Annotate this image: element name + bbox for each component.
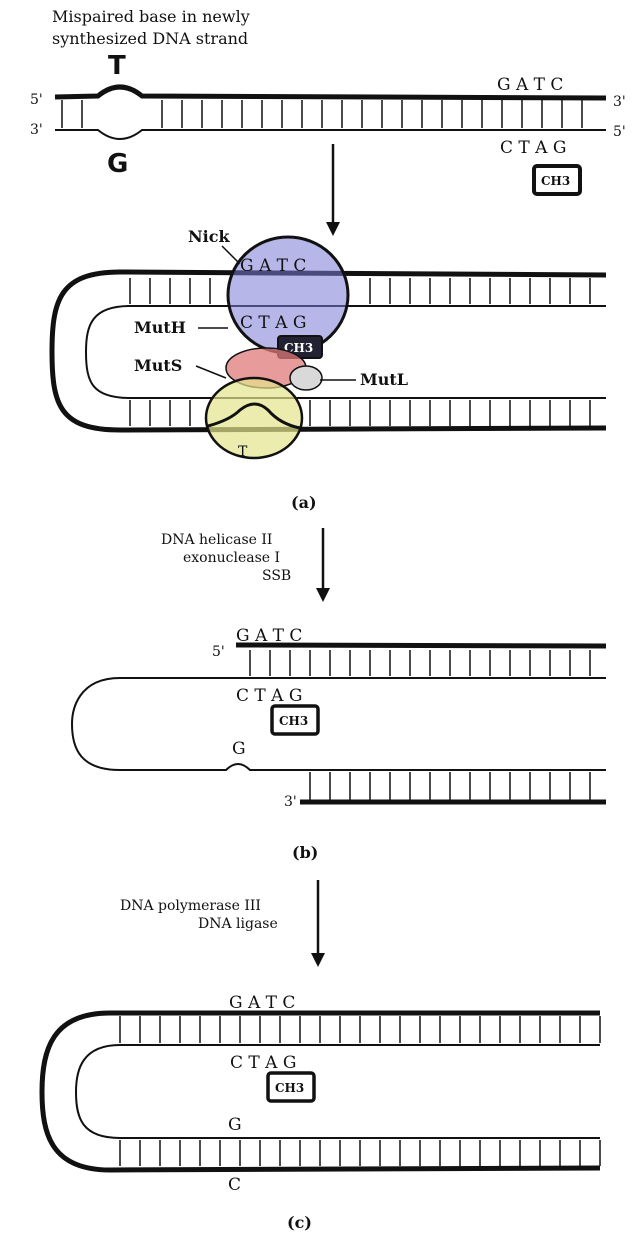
methyl-tag-top: CH3 [534, 166, 580, 194]
panel-c-inner-strand [76, 1045, 600, 1138]
panel-c-loop: G A T C C T A G CH3 G C [42, 993, 600, 1195]
svg-text:CH3: CH3 [275, 1081, 304, 1095]
mutl-protein [290, 366, 322, 390]
ctag-sequence-top: C T A G [500, 138, 566, 158]
strand-end-5-top-left: 5' [30, 92, 43, 108]
strand-end-5-bottom-right: 5' [613, 124, 626, 140]
caption-line-2: synthesized DNA strand [52, 29, 248, 48]
panel-a-loop: Nick G A T C C T A G CH3 T MutH MutS Mut… [52, 227, 606, 460]
methyl-tag-c: CH3 [268, 1073, 314, 1101]
mispair-base-a: T [238, 444, 248, 460]
linear-duplex: 5' 3' 3' 5' T G G A T C C T A G CH3 [30, 51, 626, 194]
mutl-mutS-complex [206, 378, 302, 458]
panel-b-label: (b) [292, 843, 318, 862]
mispair-bottom-base: G [107, 149, 128, 179]
mispair-base-b: G [232, 739, 246, 759]
base-pair-ticks [62, 100, 582, 128]
nick-label: Nick [188, 227, 230, 246]
arrow-step-a [326, 144, 340, 236]
panel-b-5-end: 5' [212, 644, 225, 660]
muth-label: MutH [134, 318, 186, 337]
caption-line-1: Mispaired base in newly [52, 7, 250, 26]
enzyme-b-1: DNA helicase II [161, 532, 272, 548]
panel-c-base-pair-ticks [120, 1016, 600, 1166]
gatc-sequence-c: G A T C [229, 993, 295, 1013]
arrow-step-b: DNA helicase II exonuclease I SSB [161, 528, 330, 602]
panel-a-base-pair-ticks [130, 278, 590, 426]
svg-text:CH3: CH3 [279, 714, 308, 728]
panel-b-template-strand [72, 678, 606, 770]
methyl-tag-b: CH3 [272, 706, 318, 734]
panel-c-outer-strand [42, 1013, 600, 1170]
gatc-sequence-a: G A T C [240, 256, 306, 276]
repaired-base-c: C [228, 1175, 241, 1195]
repaired-base-g: G [228, 1115, 242, 1135]
ctag-sequence-b: C T A G [236, 686, 302, 706]
panel-a-label: (a) [291, 493, 317, 512]
mispair-top-base: T [108, 51, 126, 81]
panel-c-label: (c) [287, 1213, 312, 1232]
panel-b-loop: 5' G A T C C T A G CH3 G 3' [72, 626, 606, 810]
gatc-sequence-b: G A T C [236, 626, 302, 646]
strand-end-3-bottom-left: 3' [30, 122, 43, 138]
muts-pointer [196, 366, 226, 378]
enzyme-c-2: DNA ligase [198, 916, 278, 932]
ctag-sequence-a: C T A G [240, 313, 306, 333]
arrow-step-c: DNA polymerase III DNA ligase [120, 880, 325, 967]
panel-b-3-end: 3' [284, 794, 297, 810]
strand-end-3-top-right: 3' [613, 94, 626, 110]
muts-label: MutS [134, 356, 182, 375]
mutl-label: MutL [360, 370, 408, 389]
ctag-sequence-c: C T A G [230, 1053, 296, 1073]
enzyme-b-3: SSB [262, 568, 291, 584]
enzyme-c-1: DNA polymerase III [120, 898, 261, 914]
svg-text:CH3: CH3 [541, 174, 570, 188]
enzyme-b-2: exonuclease I [183, 550, 280, 566]
gatc-sequence-top: G A T C [497, 75, 563, 95]
